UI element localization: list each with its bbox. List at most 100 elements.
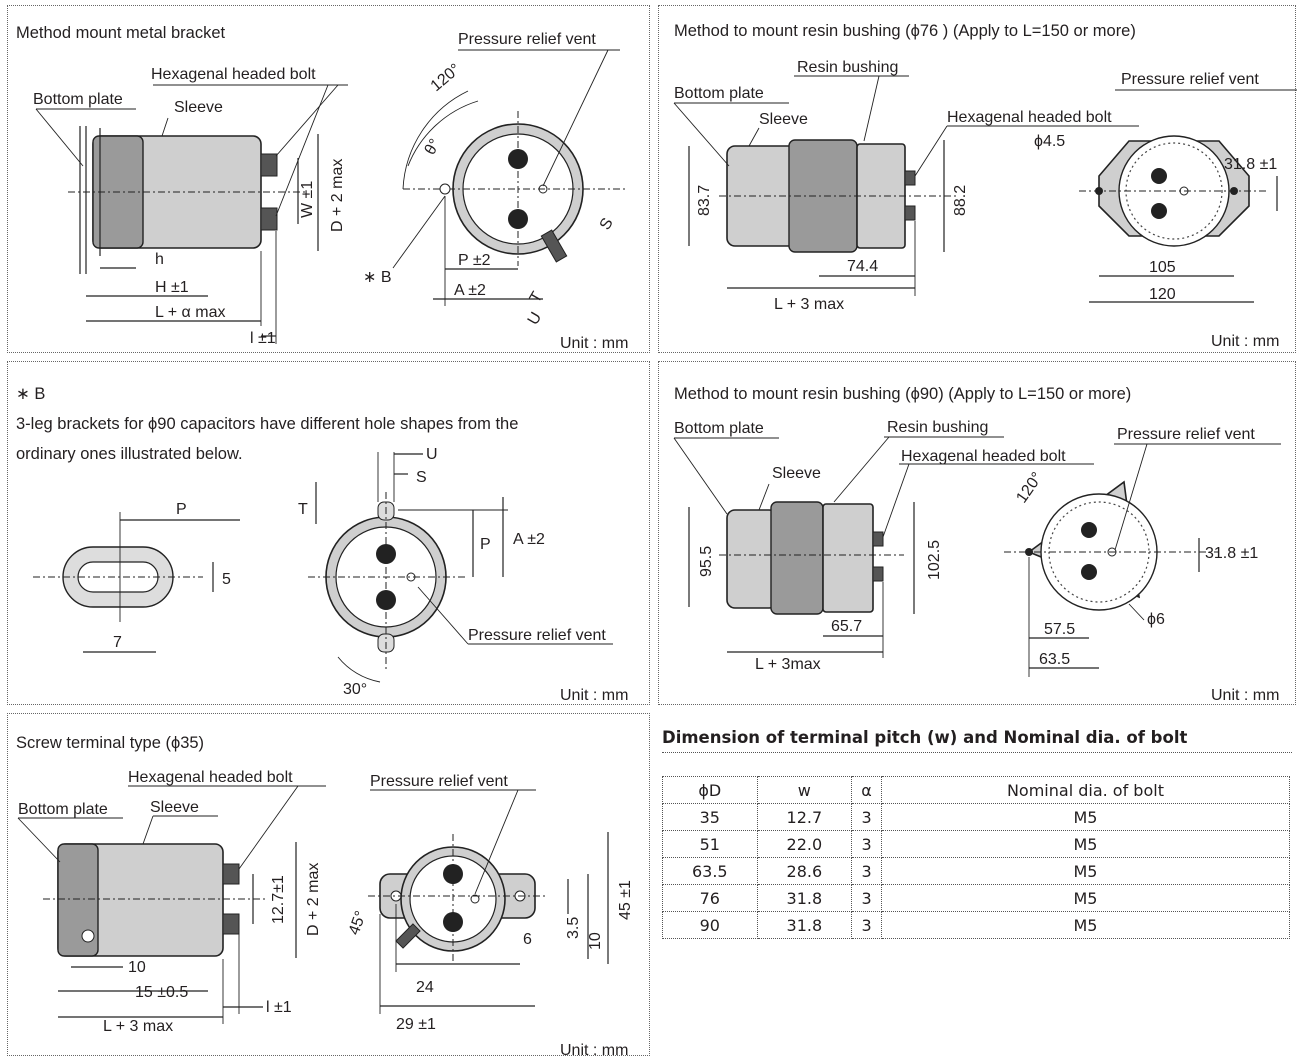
screw-terminal-drawing: Screw terminal type (ϕ35) Bottom plate S… (16, 734, 634, 1057)
cell-w: 22.0 (756, 830, 853, 858)
header-bolt: Nominal dia. of bolt (880, 776, 1291, 804)
capacitor-front-view (403, 111, 628, 266)
dim-10-b: 10 (587, 932, 604, 950)
capacitor-front-view (308, 492, 468, 672)
table-row: 35 12.7 3 M5 (662, 803, 1291, 831)
dim-l: l ±1 (250, 330, 276, 347)
label-hex-bolt: Hexagenal headed bolt (901, 448, 1066, 465)
header-alpha: α (851, 776, 882, 804)
panel-resin-bushing-90: Method to mount resin bushing (ϕ90) (App… (658, 361, 1296, 705)
metal-bracket-drawing: Method mount metal bracket Bottom plate … (16, 24, 628, 352)
dim-l-3-max: L + 3 max (774, 296, 844, 313)
dim-12-7: 12.7±1 (270, 875, 287, 924)
3-leg-bracket-drawing: ∗ B 3-leg brackets for ϕ90 capacitors ha… (16, 385, 628, 704)
table-row: 63.5 28.6 3 M5 (662, 857, 1291, 885)
dim-l-1: l ±1 (266, 999, 292, 1016)
label-bottom-plate: Bottom plate (674, 85, 764, 102)
cell-bolt: M5 (880, 857, 1291, 885)
header-phi-d: ϕD (662, 776, 758, 804)
label-sleeve: Sleeve (759, 111, 808, 128)
resin-bushing-76-drawing: Method to mount resin bushing (ϕ76 ) (Ap… (673, 22, 1297, 350)
label-bottom-plate: Bottom plate (18, 801, 108, 818)
cell-alpha: 3 (851, 911, 882, 939)
capacitor-side-view (719, 139, 959, 253)
panel-resin-bushing-76: Method to mount resin bushing (ϕ76 ) (Ap… (658, 5, 1297, 353)
dim-65-7: 65.7 (831, 618, 862, 635)
terminal-pitch-table: ϕD w α Nominal dia. of bolt 35 12.7 3 M5… (662, 776, 1291, 939)
dim-l-3-max: L + 3 max (103, 1018, 173, 1035)
dim-a: A ±2 (454, 282, 486, 299)
dim-a: A ±2 (513, 531, 545, 548)
panel-title: Method to mount resin bushing (ϕ76 ) (Ap… (674, 22, 1136, 40)
panel-title: Method to mount resin bushing (ϕ90) (App… (674, 385, 1131, 403)
dim-29: 29 ±1 (396, 1016, 436, 1033)
capacitor-front-view (1079, 135, 1269, 247)
dim-95-5: 95.5 (698, 546, 715, 577)
dim-63-5: 63.5 (1039, 651, 1070, 668)
dim-angle-30: 30° (343, 681, 367, 698)
dim-105: 105 (1149, 259, 1176, 276)
capacitor-front-view (1004, 480, 1219, 611)
cell-w: 12.7 (756, 803, 853, 831)
label-pressure-vent: Pressure relief vent (370, 773, 508, 790)
dim-w: W ±1 (299, 181, 316, 218)
dim-s: S (416, 469, 427, 486)
dim-45: 45 ±1 (617, 880, 634, 920)
dim-74-4: 74.4 (847, 258, 878, 275)
cell-phi-d: 51 (662, 830, 758, 858)
table-title-divider (662, 752, 1292, 753)
dim-H: H ±1 (155, 279, 189, 296)
dim-57-5: 57.5 (1044, 621, 1075, 638)
cell-alpha: 3 (851, 803, 882, 831)
label-hex-bolt: Hexagenal headed bolt (151, 66, 316, 83)
dim-angle-120: 120° (428, 61, 464, 95)
label-resin-bushing: Resin bushing (797, 59, 898, 76)
label-b: ∗ B (363, 269, 392, 286)
label-phi-6: ϕ6 (1147, 611, 1165, 628)
dim-theta: θ° (422, 136, 444, 158)
dim-31-8: 31.8 ±1 (1205, 545, 1258, 562)
table-header-row: ϕD w α Nominal dia. of bolt (662, 776, 1291, 804)
unit-label: Unit : mm (560, 1042, 628, 1057)
table-row: 76 31.8 3 M5 (662, 884, 1291, 912)
unit-label: Unit : mm (1211, 333, 1279, 350)
label-pressure-vent: Pressure relief vent (458, 31, 596, 48)
label-pressure-vent: Pressure relief vent (1117, 426, 1255, 443)
dim-u: U (426, 446, 438, 463)
dim-15: 15 ±0.5 (135, 984, 188, 1001)
dim-6: 6 (523, 931, 532, 948)
cell-alpha: 3 (851, 884, 882, 912)
unit-label: Unit : mm (560, 335, 628, 352)
unit-label: Unit : mm (1211, 687, 1279, 704)
dim-p-2: P (480, 536, 491, 553)
panel-title: Screw terminal type (ϕ35) (16, 734, 204, 752)
cell-bolt: M5 (880, 830, 1291, 858)
dim-d: D + 2 max (329, 159, 346, 232)
note-line-2: ordinary ones illustrated below. (16, 445, 243, 463)
cell-w: 28.6 (756, 857, 853, 885)
label-resin-bushing: Resin bushing (887, 419, 988, 436)
cell-phi-d: 76 (662, 884, 758, 912)
cell-w: 31.8 (756, 884, 853, 912)
panel-metal-bracket: Method mount metal bracket Bottom plate … (7, 5, 650, 353)
cell-alpha: 3 (851, 830, 882, 858)
dim-p: P (176, 501, 187, 518)
table-title: Dimension of terminal pitch (w) and Nomi… (662, 728, 1188, 747)
label-bottom-plate: Bottom plate (674, 420, 764, 437)
capacitor-side-view (68, 126, 308, 274)
dim-3-5: 3.5 (565, 917, 582, 939)
dim-d-2-max: D + 2 max (305, 863, 322, 936)
dim-5: 5 (222, 571, 231, 588)
dim-t: T (527, 289, 547, 306)
label-pressure-vent: Pressure relief vent (1121, 71, 1259, 88)
table-row: 51 22.0 3 M5 (662, 830, 1291, 858)
dim-l-3max: L + 3max (755, 656, 821, 673)
cell-phi-d: 63.5 (662, 857, 758, 885)
dim-24: 24 (416, 979, 434, 996)
dim-angle-120: 120° (1013, 469, 1046, 506)
capacitor-side-view (719, 501, 904, 615)
table-row: 90 31.8 3 M5 (662, 911, 1291, 939)
dim-7: 7 (113, 634, 122, 651)
slot-hole-detail (33, 512, 203, 622)
dim-angle-45: 45° (346, 909, 370, 938)
